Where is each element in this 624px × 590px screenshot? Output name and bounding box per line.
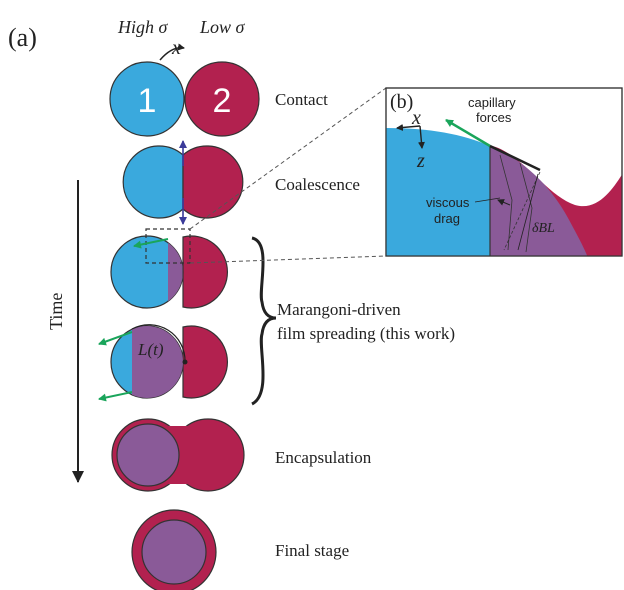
stage-marangoni-late-drops: L(t) [98, 324, 228, 402]
drop-1-number: 1 [138, 82, 157, 120]
stage-encapsulation-label: Encapsulation [275, 448, 372, 467]
drop-low-sigma [184, 61, 260, 137]
zoom-line-top [189, 87, 387, 230]
viscous-label-line2: drag [434, 211, 460, 226]
stage-contact-drops: 1 2 [109, 61, 260, 137]
panel-b-z-axis [417, 125, 425, 149]
capillary-label-line1: capillary [468, 95, 516, 110]
arc-length-curve [131, 324, 186, 363]
stage-encapsulation-drops [111, 418, 245, 492]
coalescence-red-drop [182, 145, 244, 219]
stage-marangoni-label-line2: film spreading (this work) [277, 324, 455, 343]
panel-b-z-label: z [416, 150, 425, 172]
x-axis-label: x [171, 37, 181, 59]
drop-2-number: 2 [213, 82, 232, 120]
viscous-label-line1: viscous [426, 195, 470, 210]
stage-contact-label: Contact [275, 90, 328, 109]
panel-b-x-label: x [411, 107, 421, 129]
time-label: Time [46, 293, 66, 330]
capillary-force-arrow [445, 118, 491, 148]
stage-coalescence-drops [122, 140, 244, 225]
zoom-line-bottom [189, 255, 387, 264]
stage-final-drop [131, 509, 217, 590]
panel-b-label: (b) [390, 91, 413, 113]
stage-coalescence-label: Coalescence [275, 175, 360, 194]
stage-marangoni-early-drops [110, 228, 228, 309]
coalescence-blue-drop [122, 145, 184, 219]
panel-a-label: (a) [8, 23, 37, 52]
x-direction-arrow [159, 43, 185, 61]
zoom-region-box [145, 228, 191, 264]
marangoni-force-arrow-early [133, 238, 169, 249]
boundary-layer-label: δBL [532, 221, 555, 236]
panel-b-blue-drop [386, 128, 490, 256]
header-low-sigma: Low σ [199, 17, 246, 37]
panel-b-x-axis [396, 123, 421, 131]
capillary-label-line2: forces [476, 110, 512, 125]
stage-marangoni-label-line1: Marangoni-driven [277, 300, 401, 319]
stage-final-label: Final stage [275, 541, 349, 560]
panel-b: (b) x z capillary forces viscous drag δB… [385, 87, 623, 257]
header-high-sigma: High σ [117, 17, 169, 37]
marangoni-force-arrow-bottom [98, 391, 133, 402]
drop-high-sigma [109, 61, 185, 137]
encapsulated-core [116, 423, 180, 487]
film-length-label: L(t) [137, 340, 164, 359]
marangoni-brace [251, 236, 277, 406]
marangoni-force-arrow-top [98, 331, 133, 346]
